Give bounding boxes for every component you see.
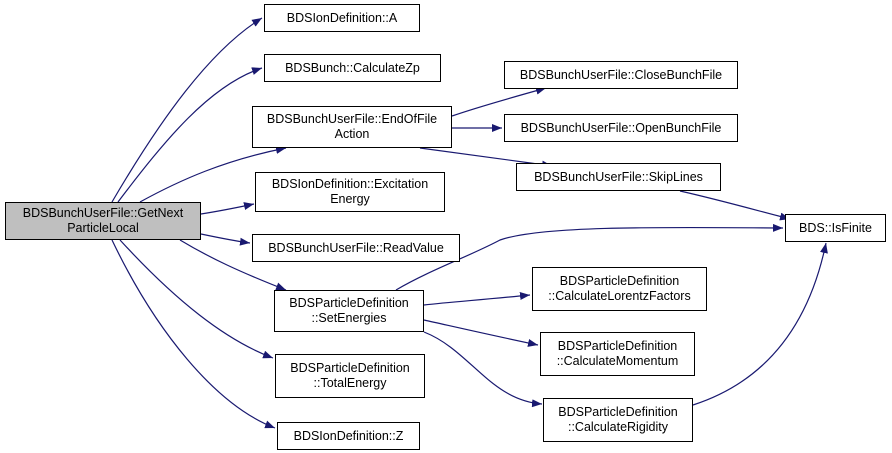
- node-label-line: Energy: [330, 192, 370, 206]
- node-rigidity[interactable]: BDSParticleDefinition::CalculateRigidity: [543, 398, 693, 442]
- edge-skip_lines-is_finite: [679, 190, 791, 221]
- node-label-line: Action: [334, 127, 370, 141]
- node-set-energies[interactable]: BDSParticleDefinition::SetEnergies: [274, 290, 424, 332]
- node-label-line: BDSBunchUserFile::SkipLines: [534, 169, 703, 184]
- node-label-line: BDSParticleDefinition: [290, 361, 410, 375]
- edge-set_energies-momentum: [423, 319, 539, 347]
- node-label-line: ::CalculateRigidity: [567, 420, 669, 434]
- edge-root-ion_z: [111, 239, 276, 429]
- node-label-line: BDSIonDefinition::Z: [293, 428, 404, 443]
- node-skip-lines[interactable]: BDSBunchUserFile::SkipLines: [516, 163, 721, 191]
- edge-set_energies-is_finite: [395, 223, 784, 291]
- node-label-line: BDSBunchUserFile::EndOfFile: [266, 112, 438, 126]
- node-label-line: ParticleLocal: [67, 221, 139, 235]
- node-label-line: BDSBunch::CalculateZp: [285, 60, 420, 75]
- node-label-line: ::SetEnergies: [311, 311, 387, 325]
- node-total-energy[interactable]: BDSParticleDefinition::TotalEnergy: [275, 354, 425, 398]
- node-label-line: BDSIonDefinition::A: [286, 10, 398, 25]
- edge-root-ion_a: [111, 17, 263, 203]
- edge-root-set_energies: [179, 239, 287, 291]
- edge-end_of_file-close_bunch: [451, 86, 547, 117]
- node-label-line: BDSBunchUserFile::OpenBunchFile: [520, 120, 722, 135]
- node-lorentz[interactable]: BDSParticleDefinition::CalculateLorentzF…: [532, 267, 707, 311]
- edge-rigidity-is_finite: [692, 242, 828, 406]
- node-label-line: ::TotalEnergy: [313, 376, 387, 390]
- node-label-line: BDSBunchUserFile::CloseBunchFile: [519, 67, 723, 82]
- edge-root-total_energy: [119, 239, 274, 359]
- edge-set_energies-lorentz: [423, 292, 531, 306]
- node-label-line: BDSParticleDefinition: [557, 339, 678, 353]
- node-label-line: BDSBunchUserFile::ReadValue: [268, 240, 444, 255]
- node-ion-a[interactable]: BDSIonDefinition::A: [264, 4, 420, 32]
- node-read-value[interactable]: BDSBunchUserFile::ReadValue: [252, 234, 460, 262]
- node-ion-z[interactable]: BDSIonDefinition::Z: [277, 422, 420, 450]
- node-label-line: ::CalculateLorentzFactors: [548, 289, 691, 303]
- node-label-line: BDSBunchUserFile::GetNext: [22, 206, 184, 220]
- node-calc-zp[interactable]: BDSBunch::CalculateZp: [264, 54, 441, 82]
- edge-root-calc_zp: [117, 67, 263, 203]
- edge-root-end_of_file: [139, 146, 287, 203]
- node-label-line: ::CalculateMomentum: [556, 354, 679, 368]
- node-label-line: BDS::IsFinite: [799, 220, 872, 235]
- edge-root-excitation: [200, 202, 255, 215]
- node-close-bunch[interactable]: BDSBunchUserFile::CloseBunchFile: [504, 61, 738, 89]
- node-label-line: BDSParticleDefinition: [558, 405, 678, 419]
- node-label-line: BDSParticleDefinition: [289, 296, 409, 310]
- node-momentum[interactable]: BDSParticleDefinition::CalculateMomentum: [540, 332, 695, 376]
- edge-root-read_value: [200, 233, 251, 246]
- node-label-line: BDSIonDefinition::Excitation: [271, 177, 429, 191]
- node-label-line: BDSParticleDefinition: [559, 274, 680, 288]
- node-is-finite[interactable]: BDS::IsFinite: [785, 214, 886, 242]
- node-open-bunch[interactable]: BDSBunchUserFile::OpenBunchFile: [504, 114, 738, 142]
- edge-set_energies-rigidity: [423, 331, 543, 408]
